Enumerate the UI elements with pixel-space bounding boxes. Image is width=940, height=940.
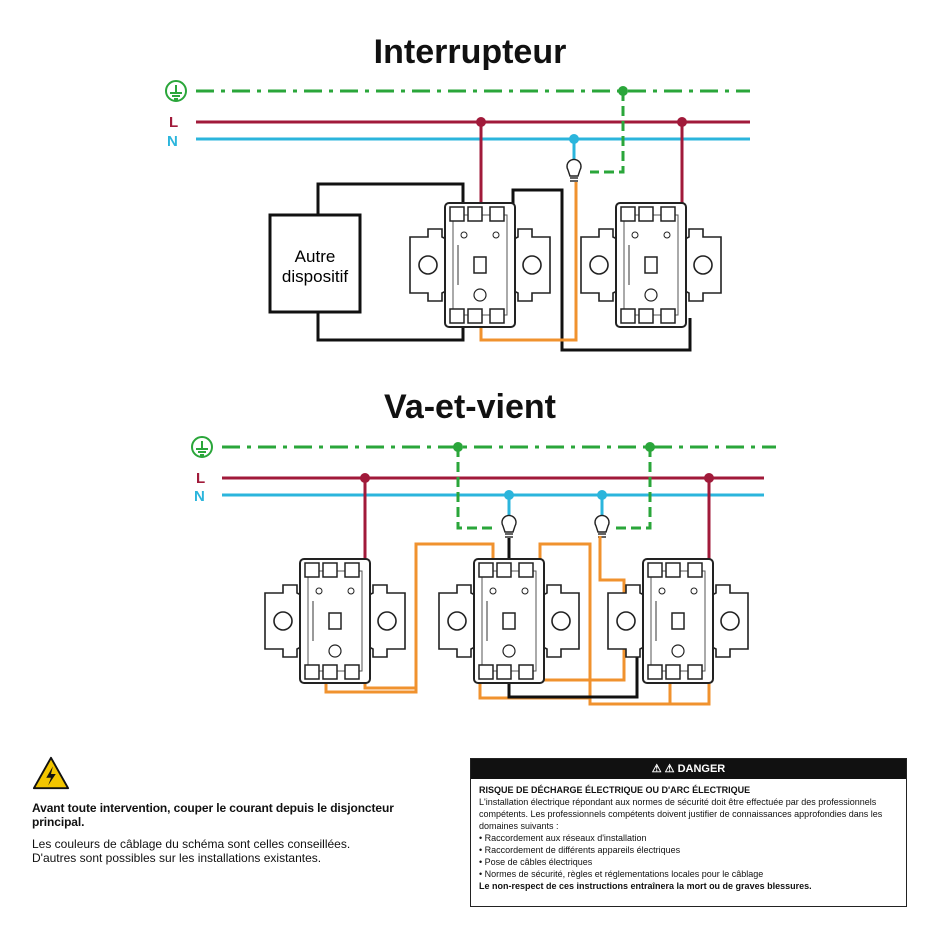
line-label: L bbox=[169, 114, 178, 131]
warning-note-line-2: D'autres sont possibles sur les installa… bbox=[32, 851, 322, 865]
ground-drop-bulb bbox=[590, 91, 625, 174]
line-junction bbox=[476, 117, 486, 127]
orange-traveller-1 bbox=[324, 542, 495, 694]
danger-header: ⚠ ⚠ DANGER bbox=[471, 759, 906, 779]
orange-wire-bulb bbox=[479, 182, 578, 342]
ground-junction bbox=[453, 442, 463, 452]
ground-icon bbox=[191, 436, 213, 458]
list-item: Raccordement aux réseaux d'installation bbox=[479, 832, 898, 844]
danger-list: Raccordement aux réseaux d'installation … bbox=[479, 832, 898, 880]
list-item: Normes de sécurité, règles et réglementa… bbox=[479, 868, 898, 880]
line-junction bbox=[704, 473, 714, 483]
light-bulb-icon bbox=[501, 514, 517, 538]
two-way-switch-right bbox=[607, 558, 749, 684]
other-device-label-1: Autre bbox=[295, 247, 336, 266]
danger-intro: L'installation électrique répondant aux … bbox=[479, 797, 883, 831]
orange-traveller-2 bbox=[363, 675, 416, 690]
other-device-label-2: dispositif bbox=[282, 267, 348, 286]
warning-section: Avant toute intervention, couper le cour… bbox=[32, 755, 442, 865]
danger-footer: Le non-respect de ces instructions entra… bbox=[479, 881, 812, 891]
orange-traveller-5 bbox=[670, 675, 711, 706]
neutral-junction bbox=[569, 134, 579, 144]
light-bulb-icon bbox=[594, 514, 610, 538]
title-interrupteur: Interrupteur bbox=[373, 33, 567, 71]
switch-mechanism-2 bbox=[580, 202, 722, 328]
intermediate-switch bbox=[438, 558, 580, 684]
warning-note-line-1: Les couleurs de câblage du schéma sont c… bbox=[32, 837, 351, 851]
warning-main-text: Avant toute intervention, couper le cour… bbox=[32, 801, 394, 829]
danger-box: ⚠ ⚠ DANGER RISQUE DE DÉCHARGE ÉLECTRIQUE… bbox=[470, 758, 907, 907]
black-wire-switch bbox=[511, 188, 692, 352]
two-way-switch-left bbox=[264, 558, 406, 684]
light-bulb-icon bbox=[566, 158, 582, 182]
neutral-junction bbox=[504, 490, 514, 500]
other-device-box bbox=[268, 213, 362, 314]
line-junction bbox=[677, 117, 687, 127]
neutral-label: N bbox=[167, 133, 178, 150]
ground-junction bbox=[645, 442, 655, 452]
ground-drop-bulb-2 bbox=[614, 447, 652, 530]
ground-icon bbox=[165, 80, 187, 102]
orange-traveller-4 bbox=[538, 542, 592, 698]
electrical-hazard-warning-icon bbox=[32, 756, 70, 790]
line-label: L bbox=[196, 470, 205, 487]
warning-note: Les couleurs de câblage du schéma sont c… bbox=[32, 837, 442, 865]
list-item: Raccordement de différents appareils éle… bbox=[479, 844, 898, 856]
orange-traveller-3 bbox=[478, 675, 672, 706]
danger-body: RISQUE DE DÉCHARGE ÉLECTRIQUE OU D'ARC É… bbox=[471, 779, 906, 897]
wiring-diagram: L N Autre dispositif L N bbox=[165, 80, 776, 706]
ground-junction bbox=[618, 86, 628, 96]
neutral-label: N bbox=[194, 488, 205, 505]
switch-mechanism-1 bbox=[409, 202, 551, 328]
black-wire-device-bottom bbox=[316, 312, 465, 342]
title-va-et-vient: Va-et-vient bbox=[384, 388, 556, 426]
neutral-junction bbox=[597, 490, 607, 500]
danger-title: RISQUE DE DÉCHARGE ÉLECTRIQUE OU D'ARC É… bbox=[479, 785, 751, 795]
black-wire-device-top bbox=[316, 182, 465, 215]
line-junction bbox=[360, 473, 370, 483]
list-item: Pose de câbles électriques bbox=[479, 856, 898, 868]
ground-drop-bulb-1 bbox=[456, 447, 497, 530]
